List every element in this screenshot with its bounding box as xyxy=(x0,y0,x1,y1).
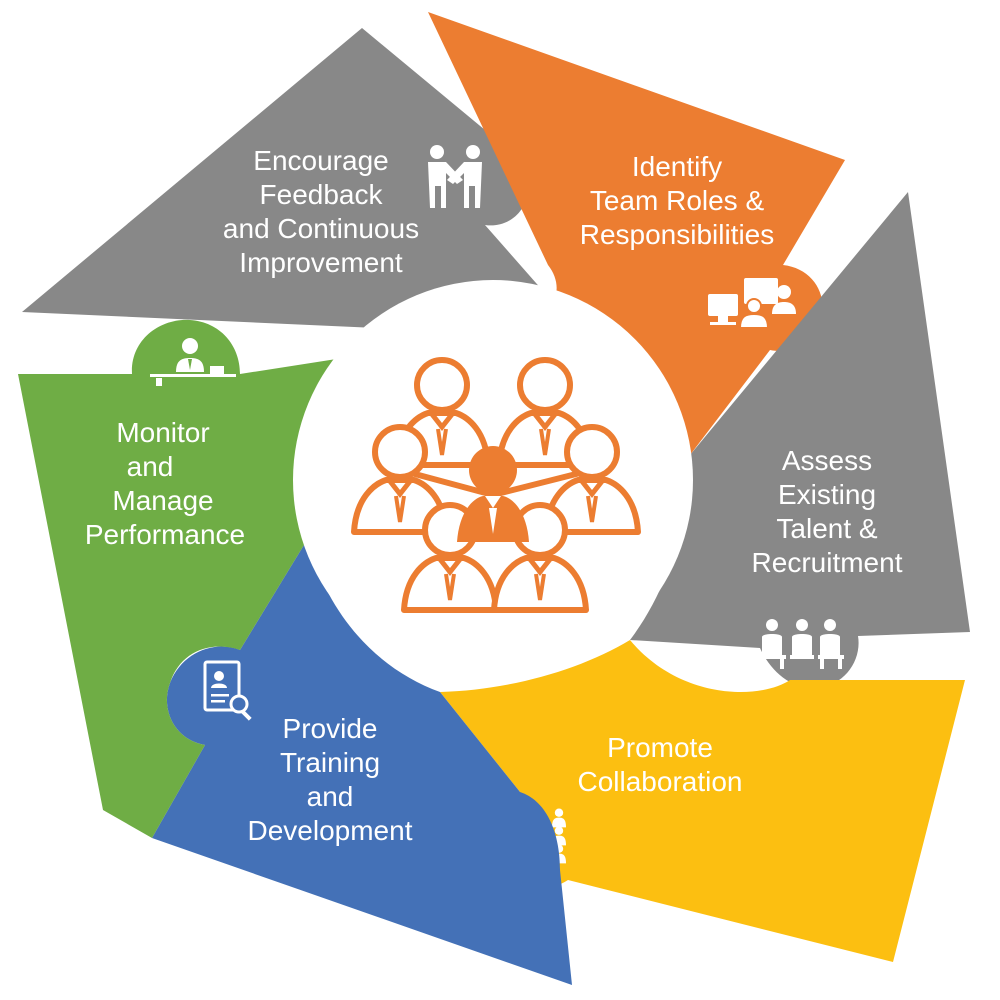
label-training-line-2: Training xyxy=(280,747,380,778)
segment-talent-shape xyxy=(630,192,970,689)
segment-roles-shape xyxy=(428,12,845,455)
label-feedback: Encourage Feedback and Continuous Improv… xyxy=(223,145,419,278)
label-training-line-4: Development xyxy=(248,815,413,846)
label-training-line-1: Provide xyxy=(283,713,378,744)
label-talent-line-2: Existing xyxy=(778,479,876,510)
label-performance-line-1: Monitor xyxy=(116,417,209,448)
label-performance-line-3: Manage xyxy=(112,485,213,516)
manager-desk-icon xyxy=(150,338,236,386)
video-conference-icon xyxy=(708,278,796,329)
interview-icon xyxy=(758,619,844,669)
label-performance: Monitor and Manage Performance xyxy=(85,417,245,550)
team-leader-icon xyxy=(457,446,529,542)
segment-performance-shape xyxy=(18,319,362,838)
label-collaboration-line-1: Promote xyxy=(607,732,713,763)
team-network-icon xyxy=(354,360,638,610)
label-training: Provide Training and Development xyxy=(248,713,413,846)
label-collaboration: Promote Collaboration xyxy=(578,732,743,797)
label-training-line-3: and xyxy=(307,781,354,812)
label-roles: Identify Team Roles & Responsibilities xyxy=(580,151,775,250)
segment-talent xyxy=(630,192,970,689)
segment-training xyxy=(152,540,572,985)
label-roles-line-2: Team Roles & xyxy=(590,185,765,216)
label-collaboration-line-2: Collaboration xyxy=(578,766,743,797)
label-feedback-line-2: Feedback xyxy=(260,179,384,210)
label-feedback-line-4: Improvement xyxy=(239,247,403,278)
label-feedback-line-3: and Continuous xyxy=(223,213,419,244)
label-talent: Assess Existing Talent & Recruitment xyxy=(752,445,903,578)
label-talent-line-4: Recruitment xyxy=(752,547,903,578)
segment-roles xyxy=(428,12,845,455)
label-performance-line-4: Performance xyxy=(85,519,245,550)
segment-collaboration-shape xyxy=(440,640,965,962)
segment-performance xyxy=(18,319,362,838)
label-roles-line-3: Responsibilities xyxy=(580,219,775,250)
segment-training-shape xyxy=(152,540,572,985)
label-performance-line-2: and xyxy=(127,451,174,482)
label-talent-line-1: Assess xyxy=(782,445,872,476)
resume-search-icon xyxy=(203,660,252,721)
segment-feedback xyxy=(22,28,558,330)
handshake-icon xyxy=(428,145,482,208)
segment-feedback-shape xyxy=(22,28,558,330)
label-roles-line-1: Identify xyxy=(632,151,722,182)
label-feedback-line-1: Encourage xyxy=(253,145,388,176)
label-talent-line-3: Talent & xyxy=(776,513,877,544)
